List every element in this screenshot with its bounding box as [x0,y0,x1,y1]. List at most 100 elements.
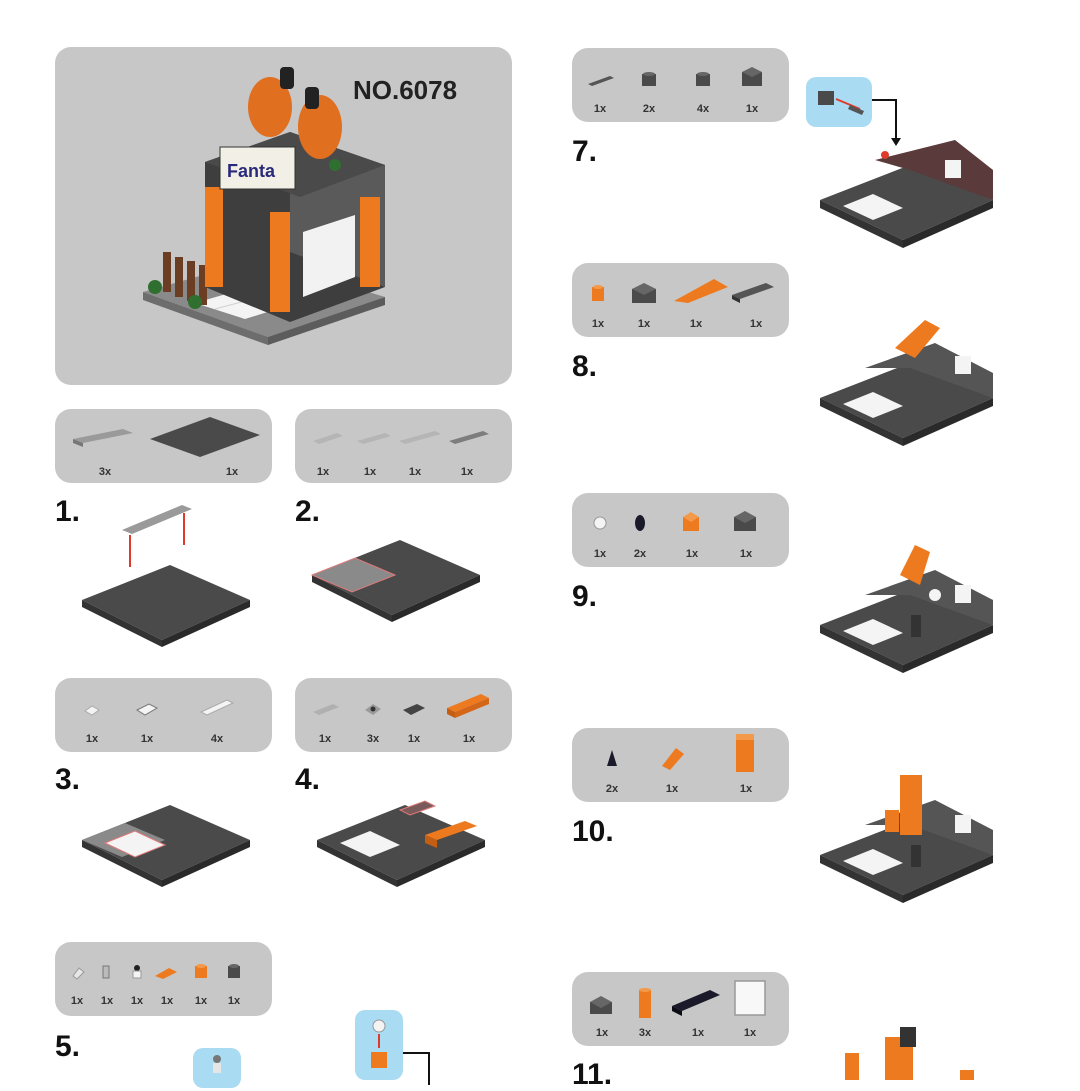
step-11-part-4-qty: 1x [743,1027,757,1039]
step-11-part-3-qty: 1x [691,1027,705,1039]
step-7-part-4-qty: 1x [745,103,759,115]
brick-2x2-dark-icon [734,511,756,531]
cone-white-icon [132,965,142,979]
slope-orange-icon [662,748,684,770]
step-7-part-2-qty: 2x [642,103,656,115]
step-4-part-3-qty: 1x [407,733,421,745]
plate-1x3-gray-icon [313,704,339,715]
step-5-part-1-qty: 1x [70,995,84,1007]
flower-on-brick-icon [371,1019,387,1068]
step-7-number: 7. [572,135,598,168]
tile-1x1-white-icon [84,705,100,716]
cone-white-icon [213,1055,221,1073]
hinge-gray-icon [102,965,110,979]
step-7-part-3-qty: 4x [696,103,710,115]
step-9-part-2-qty: 2x [633,548,647,560]
brick-1x1-dark-icon [228,964,240,978]
round-black-icon [635,515,645,531]
brick-2x2-dark-icon [742,67,762,86]
step-10-part-1-qty: 2x [605,783,619,795]
plate-1x4-light-icon [357,433,391,444]
step-2-part-3-qty: 1x [408,466,422,478]
step-1-assembly-illustration [82,505,250,647]
step-10-assembly-illustration [820,775,993,903]
step-3-part-3-qty: 4x [210,733,224,745]
step-1-part-2-qty: 1x [225,466,239,478]
step-11-parts-panel: 1x 3x 1x 1x [572,972,789,1046]
brick-2x2-dark-icon [632,283,656,303]
brick-1x1-dark-icon [642,72,656,86]
plate-1x4-dark-icon [449,431,489,444]
step-7-pointer-line [872,99,901,146]
step-2-number: 2. [295,495,321,528]
step-11-part-1-qty: 1x [595,1027,609,1039]
plate-1x6-light-icon [399,431,441,444]
step-8-part-2-qty: 1x [637,318,651,330]
step-7-part-1-qty: 1x [593,103,607,115]
step-5-pointer-line [403,1052,430,1085]
brick-1x1x3-orange-icon [639,988,651,1018]
tile-1x4-white-icon [199,699,235,716]
step-8-part-4-qty: 1x [749,318,763,330]
step-4-number: 4. [295,763,321,796]
clip-white-icon [72,967,85,980]
bar-dark-icon [588,76,614,86]
step-8-assembly-illustration [820,320,993,446]
step-3-part-2-qty: 1x [140,733,154,745]
panel-orange-icon [736,734,754,772]
plate-1x1-stud-icon [365,704,381,715]
step-2-assembly-illustration [310,540,480,622]
plate-1x2-dark-icon [403,704,425,715]
step-9-part-1-qty: 1x [593,548,607,560]
step-5-part-2-qty: 1x [100,995,114,1007]
step-5-parts-panel: 1x 1x 1x 1x 1x 1x [55,942,272,1016]
brick-2x2-dark-icon [590,996,612,1014]
step-9-number: 9. [572,580,598,613]
brick-1x4-black-icon [672,990,720,1016]
brick-1x1-orange-icon [592,285,604,301]
step-9-part-3-qty: 1x [685,548,699,560]
brick-with-bar-icon [818,91,864,115]
model-preview-panel: NO.6078 Fanta [55,47,512,385]
step-5-part-4-qty: 1x [160,995,174,1007]
step-11-number: 11. [572,1058,613,1091]
brick-1x1-orange-icon [195,964,207,978]
step-3-parts-panel: 1x 1x 4x [55,678,272,752]
brick-1x2-orange-icon [683,512,699,531]
step-8-part-3-qty: 1x [689,318,703,330]
finished-model-illustration: Fanta [143,67,385,345]
tile-1x2-white-icon [135,703,159,716]
step-4-assembly-illustration [317,800,485,887]
step-5-part-5-qty: 1x [194,995,208,1007]
flower-white-icon [593,516,607,530]
window-frame-white-icon [734,980,766,1016]
step-8-part-1-qty: 1x [591,318,605,330]
step-2-parts-panel: 1x 1x 1x 1x [295,409,512,483]
step-5-part-6-qty: 1x [227,995,241,1007]
step-10-number: 10. [572,815,614,848]
step-9-parts-panel: 1x 2x 1x 1x [572,493,789,567]
step-10-part-3-qty: 1x [739,783,753,795]
step-2-part-2-qty: 1x [363,466,377,478]
step-4-parts-panel: 1x 3x 1x 1x [295,678,512,752]
step-8-parts-panel: 1x 1x 1x 1x [572,263,789,337]
step-8-number: 8. [572,350,598,383]
fanta-sign-logo: Fanta [227,161,276,181]
step-2-part-1-qty: 1x [316,466,330,478]
step-9-assembly-illustration [820,545,993,673]
step-5-part-3-qty: 1x [130,995,144,1007]
step-1-number: 1. [55,495,81,528]
slope-long-orange-icon [674,279,728,303]
step-7-parts-panel: 1x 2x 4x 1x [572,48,789,122]
step-10-parts-panel: 2x 1x 1x [572,728,789,802]
step-3-part-1-qty: 1x [85,733,99,745]
step-1-parts-panel: 3x 1x [55,409,272,483]
step-7-callout-detail [806,77,872,127]
brick-1x4-orange-icon [447,694,489,718]
brick-1x1-dark-icon [696,72,710,86]
step-5-callout-cone [193,1048,241,1088]
step-5-callout-flower [355,1010,403,1080]
step-2-part-4-qty: 1x [460,466,474,478]
step-7-assembly-illustration [820,140,993,248]
step-3-number: 3. [55,763,81,796]
